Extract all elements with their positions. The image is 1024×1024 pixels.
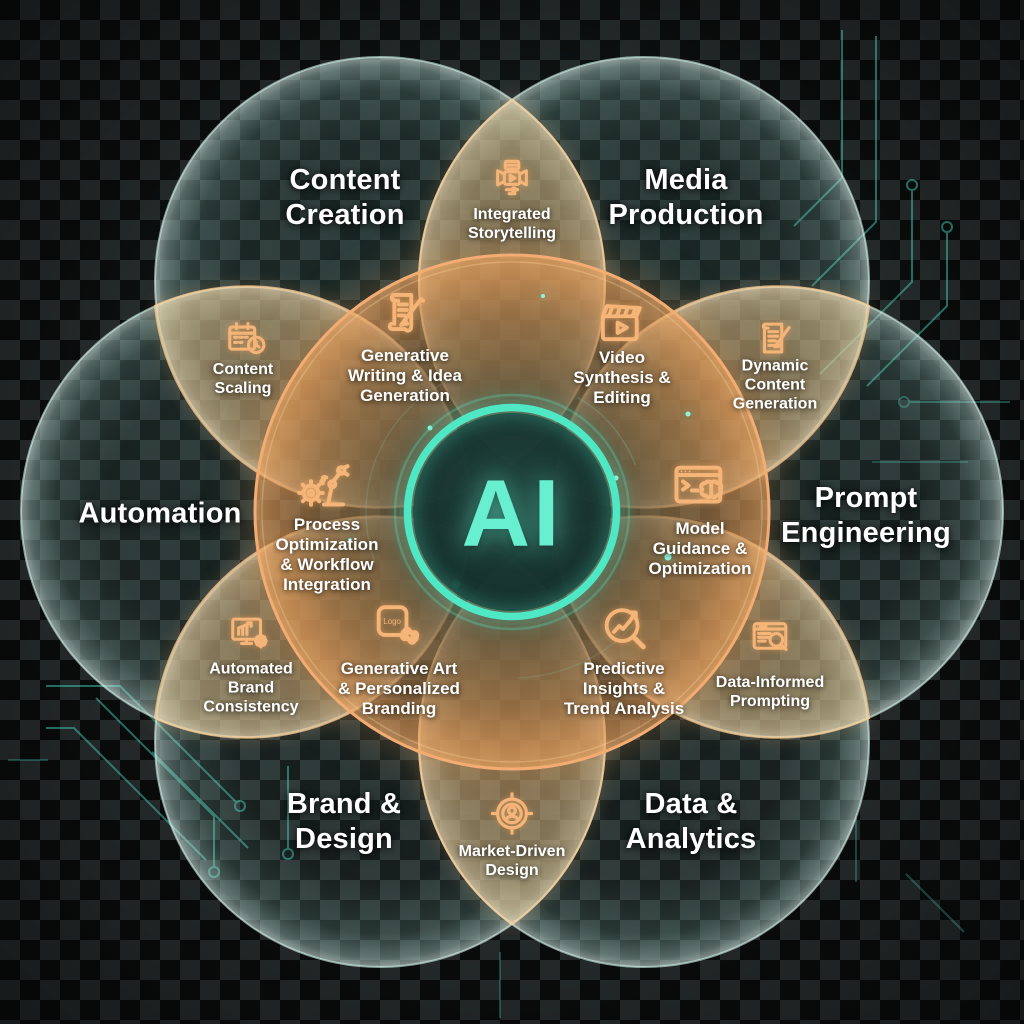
domain-label-automation: Automation [78,497,242,530]
clapperboard-icon [592,295,650,358]
browser-magnifier-icon [748,615,794,666]
ai-ring-outer-halo [393,393,631,631]
intersection-label-automated-brand-consistency: Automated Brand Consistency [203,660,299,716]
capability-label-predictive-insights: Predictive Insights & Trend Analysis [563,658,685,719]
domain-label-data-analytics: Data & Analytics [625,788,757,855]
scroll-pen-icon [375,287,433,350]
terminal-brain-icon [669,457,729,522]
decorative-arcs [345,345,679,679]
domain-label-media-production: Media Production [608,164,764,231]
video-camera-icon [489,157,535,208]
ai-ring [403,403,621,621]
intersection-label-content-scaling: Content Scaling [212,361,274,397]
robot-arm-gear-icon [294,454,354,519]
domain-label-prompt-engineering: Prompt Engineering [781,482,951,549]
intersection-label-integrated-storytelling: Integrated Storytelling [467,206,556,242]
capability-label-process-optimization: Process Optimization & Workflow Integrat… [275,514,379,595]
magnifier-trend-icon [596,600,654,663]
domain-label-brand-design: Brand & Design [286,788,402,855]
central-circle-inner-rim [261,261,763,763]
svg-text:Logo: Logo [383,617,401,626]
calendar-clock-icon [224,318,270,369]
capability-label-generative-art: Generative Art & Personalized Branding [338,658,460,719]
ai-ring-fill [413,413,611,611]
intersection-label-market-driven-design: Market-Driven Design [458,843,566,879]
intersection-label-dynamic-content-generation: Dynamic Content Generation [732,357,818,413]
document-pen-icon [752,316,798,367]
circuit-traces-bottom-right [499,818,965,1018]
capability-label-model-guidance: Model Guidance & Optimization [648,518,752,579]
target-user-icon [488,790,536,843]
logo-swatches-icon: Logo [369,598,427,661]
capability-label-video-synthesis: Video Synthesis & Editing [573,347,671,408]
ai-center-label: AI [461,460,563,567]
intersection-label-data-informed-prompting: Data-Informed Prompting [715,674,825,710]
capability-label-generative-writing: Generative Writing & Idea Generation [348,345,462,406]
domain-label-content-creation: Content Creation [285,164,405,231]
monitor-gear-icon [227,611,273,662]
